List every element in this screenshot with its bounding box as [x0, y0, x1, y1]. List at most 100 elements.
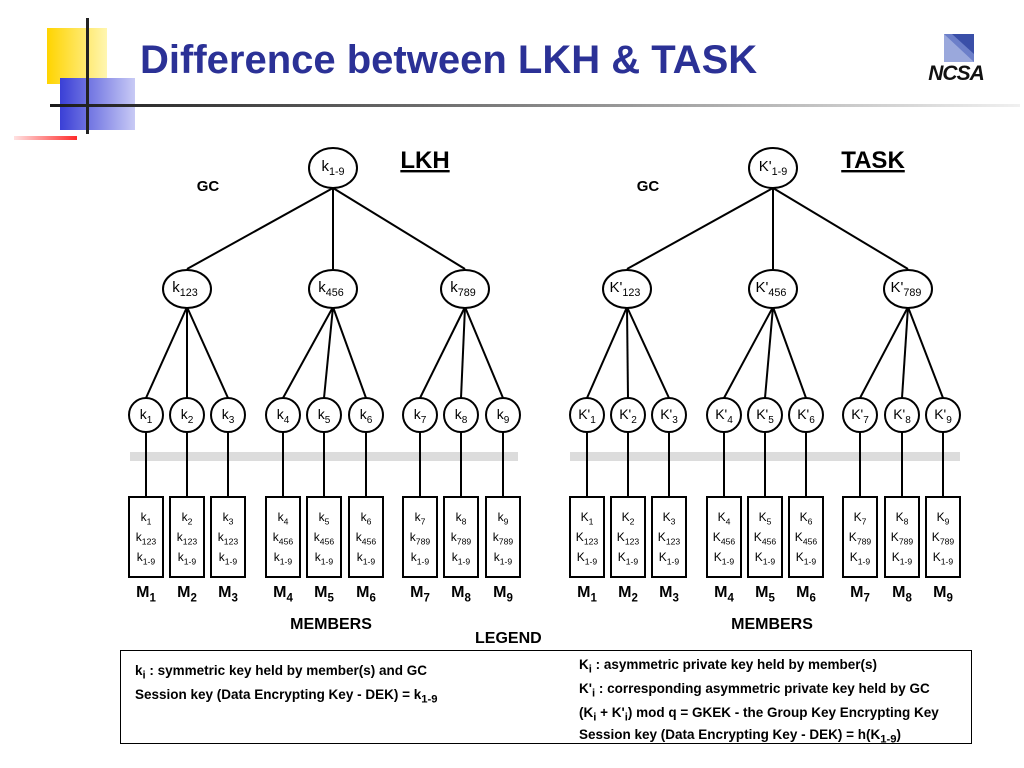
lkh-member-label: M9: [493, 584, 513, 604]
lkh-member-key: k8: [456, 510, 467, 526]
lkh-member-key: k123: [136, 530, 157, 546]
task-leaf-node: [569, 397, 605, 433]
lkh-member-key: k9: [498, 510, 509, 526]
lkh-leaf-label: k8: [455, 406, 468, 426]
task-edge-mid-leaf: [626, 306, 629, 399]
lkh-member-key: k1-9: [315, 550, 334, 566]
task-member-key: K1-9: [755, 550, 776, 566]
lkh-leaf-label: k6: [360, 406, 373, 426]
lkh-member-label: M4: [273, 584, 293, 604]
lkh-member-key: k456: [356, 530, 377, 546]
lkh-leaf-node: [169, 397, 205, 433]
task-edge-root-mid: [626, 187, 774, 270]
task-edge-mid-leaf: [859, 306, 909, 399]
task-leaf-label: K'1: [578, 406, 596, 426]
task-member-label: M4: [714, 584, 734, 604]
lkh-leaf-label: k7: [414, 406, 427, 426]
task-edge-mid-leaf: [626, 306, 670, 399]
lkh-member-key: k1-9: [452, 550, 471, 566]
task-member-keybox: [569, 496, 605, 578]
lkh-member-keybox: [402, 496, 438, 578]
lkh-member-keybox: [265, 496, 301, 578]
lkh-leaf-node: [265, 397, 301, 433]
task-member-keybox: [788, 496, 824, 578]
lkh-member-label: M3: [218, 584, 238, 604]
lkh-mid-label: k789: [450, 279, 476, 299]
lkh-leaf-label: k2: [181, 406, 194, 426]
lkh-edge-mid-leaf: [145, 306, 188, 399]
lkh-member-key: k1: [141, 510, 152, 526]
task-leaf-node: [788, 397, 824, 433]
lkh-member-keybox: [169, 496, 205, 578]
deco-vertical-line: [86, 18, 89, 134]
task-leaf-node: [925, 397, 961, 433]
lkh-leaf-node: [348, 397, 384, 433]
task-member-key: K123: [617, 530, 640, 546]
task-member-key: K8: [896, 510, 909, 526]
lkh-member-keybox: [485, 496, 521, 578]
task-member-key: K9: [937, 510, 950, 526]
lkh-member-key: k5: [319, 510, 330, 526]
lkh-mid-label: k456: [318, 279, 344, 299]
task-member-key: K1-9: [714, 550, 735, 566]
task-edge-mid-leaf: [764, 306, 774, 399]
lkh-member-key: k456: [273, 530, 294, 546]
task-member-keybox: [747, 496, 783, 578]
lkh-member-key: k789: [493, 530, 514, 546]
lkh-edge-mid-leaf: [460, 306, 466, 399]
lkh-member-label: M2: [177, 584, 197, 604]
lkh-member-key: k4: [278, 510, 289, 526]
legend-left-line: ki : symmetric key held by member(s) and…: [135, 663, 428, 682]
task-member-key: K4: [718, 510, 731, 526]
task-member-key: K1-9: [577, 550, 598, 566]
task-root-node: [748, 147, 798, 189]
task-leaf-node: [706, 397, 742, 433]
deco-red-square: [14, 136, 77, 140]
task-edge-mid-leaf: [907, 306, 944, 399]
lkh-edge-root-mid: [186, 187, 334, 270]
lkh-leaf-label: k5: [318, 406, 331, 426]
lkh-edge-mid-leaf: [332, 306, 367, 399]
task-member-keybox: [610, 496, 646, 578]
task-member-key: K6: [800, 510, 813, 526]
lkh-member-key: k3: [223, 510, 234, 526]
legend-left-line: Session key (Data Encrypting Key - DEK) …: [135, 687, 438, 706]
lkh-member-key: k1-9: [178, 550, 197, 566]
lkh-member-key: k1-9: [411, 550, 430, 566]
lkh-mid-node: [162, 269, 212, 309]
task-leaf-label: K'5: [756, 406, 774, 426]
task-member-label: M5: [755, 584, 775, 604]
task-member-label: M1: [577, 584, 597, 604]
task-member-key: K5: [759, 510, 772, 526]
task-root-label: K'1-9: [759, 158, 787, 178]
lkh-leaf-node: [443, 397, 479, 433]
legend-right-line: Ki : asymmetric private key held by memb…: [579, 657, 878, 676]
lkh-member-keybox: [128, 496, 164, 578]
task-member-key: K2: [622, 510, 635, 526]
lkh-member-key: k123: [218, 530, 239, 546]
task-member-key: K456: [713, 530, 736, 546]
legend-box: ki : symmetric key held by member(s) and…: [120, 650, 972, 746]
task-member-label: M9: [933, 584, 953, 604]
lkh-edge-mid-leaf: [419, 306, 466, 399]
lkh-leaf-label: k9: [497, 406, 510, 426]
lkh-member-label: M1: [136, 584, 156, 604]
lkh-leaf-label: k4: [277, 406, 290, 426]
lkh-edge-mid-leaf: [464, 306, 504, 399]
lkh-edge-mid-leaf: [186, 306, 229, 399]
task-member-key: K3: [663, 510, 676, 526]
lkh-mid-label: k123: [172, 279, 198, 299]
task-leaf-node: [610, 397, 646, 433]
lkh-root-label: k1-9: [321, 158, 344, 178]
lkh-gc-label: GC: [197, 178, 220, 195]
lkh-leaf-node: [306, 397, 342, 433]
lkh-members-label: MEMBERS: [290, 616, 372, 633]
lkh-member-key: k1-9: [219, 550, 238, 566]
task-member-keybox: [651, 496, 687, 578]
deco-yellow-square: [47, 28, 107, 84]
lkh-member-label: M7: [410, 584, 430, 604]
task-leaf-label: K'4: [715, 406, 733, 426]
